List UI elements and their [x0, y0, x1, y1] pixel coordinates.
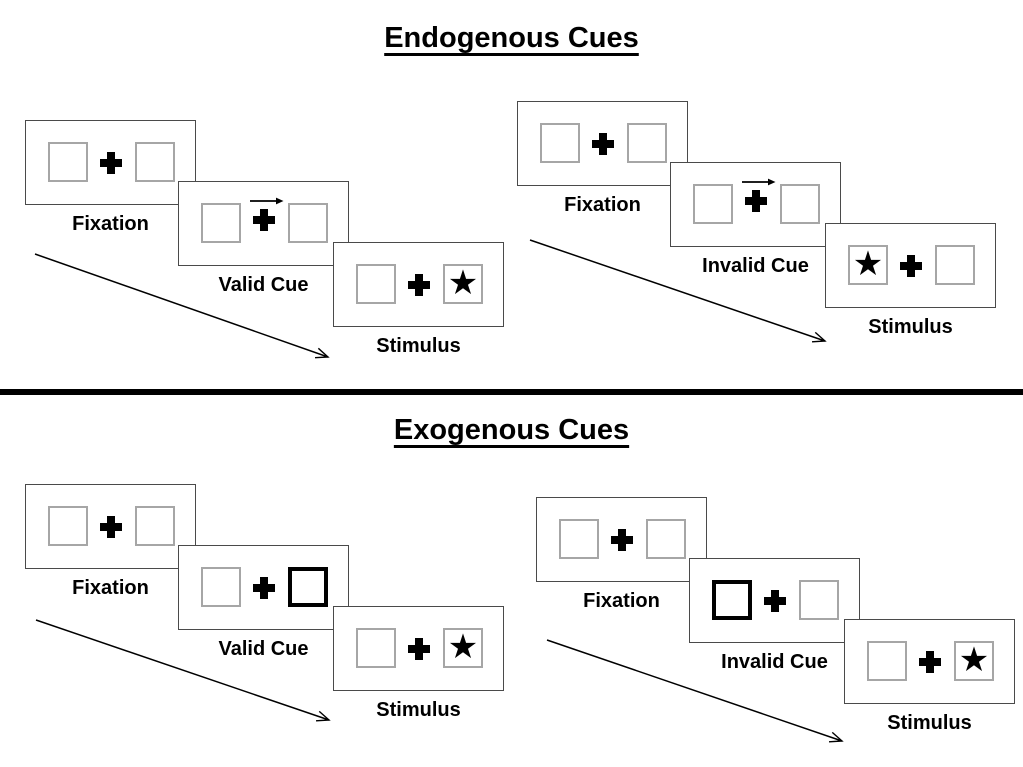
time-arrow-exogenous-invalid — [546, 639, 844, 743]
empty-placeholder-box — [48, 142, 88, 182]
frame-label-valid-cue: Valid Cue — [218, 274, 309, 296]
empty-placeholder-box — [540, 123, 580, 163]
trial-frame-invalid-cue: Invalid Cue — [670, 162, 841, 277]
display-screen-valid-cue — [178, 545, 349, 630]
empty-placeholder-box — [646, 519, 686, 559]
display-screen-valid-cue — [178, 181, 349, 266]
display-screen-stimulus: ★ — [333, 242, 504, 327]
frame-label-invalid-cue: Invalid Cue — [702, 255, 809, 277]
fixation-cross-icon — [610, 529, 633, 551]
empty-placeholder-box — [356, 264, 396, 304]
empty-placeholder-box — [288, 203, 328, 243]
fixation-cross-icon — [99, 516, 122, 538]
empty-placeholder-box — [135, 506, 175, 546]
fixation-cross-icon — [407, 638, 430, 660]
frame-label-stimulus: Stimulus — [376, 699, 461, 721]
fixation-cross-icon — [744, 190, 767, 212]
fixation-cross-icon — [899, 255, 922, 277]
display-screen-fixation — [536, 497, 707, 582]
fixation-cross-icon — [252, 577, 275, 599]
target-star-box: ★ — [848, 245, 888, 285]
empty-placeholder-box — [799, 580, 839, 620]
frame-label-fixation: Fixation — [564, 194, 641, 216]
trial-frame-stimulus: ★ Stimulus — [844, 619, 1015, 734]
cue-highlight-box — [288, 567, 328, 607]
display-screen-fixation — [25, 484, 196, 569]
trial-frame-fixation: Fixation — [536, 497, 707, 612]
section-divider — [0, 389, 1023, 395]
fixation-cross-icon — [591, 133, 614, 155]
trial-frame-fixation: Fixation — [517, 101, 688, 216]
empty-placeholder-box — [867, 641, 907, 681]
trial-frame-fixation: Fixation — [25, 120, 196, 235]
empty-placeholder-box — [201, 567, 241, 607]
empty-placeholder-box — [627, 123, 667, 163]
star-icon: ★ — [958, 640, 990, 680]
target-star-box: ★ — [443, 264, 483, 304]
time-arrow-exogenous-valid — [35, 619, 331, 722]
frame-label-fixation: Fixation — [72, 577, 149, 599]
empty-placeholder-box — [693, 184, 733, 224]
frame-label-fixation: Fixation — [583, 590, 660, 612]
fixation-cross-icon — [252, 209, 275, 231]
trial-frame-valid-cue: Valid Cue — [178, 545, 349, 660]
cue-arrow-right-icon — [248, 194, 288, 206]
display-screen-invalid-cue — [689, 558, 860, 643]
cue-arrow-right-icon — [740, 175, 780, 187]
frame-label-fixation: Fixation — [72, 213, 149, 235]
star-icon: ★ — [447, 263, 479, 303]
display-screen-fixation — [25, 120, 196, 205]
endogenous-section-title: Endogenous Cues — [384, 22, 639, 54]
frame-label-valid-cue: Valid Cue — [218, 638, 309, 660]
star-icon: ★ — [852, 244, 884, 284]
display-screen-fixation — [517, 101, 688, 186]
frame-label-invalid-cue: Invalid Cue — [721, 651, 828, 673]
time-arrow-endogenous-invalid — [529, 239, 827, 343]
frame-label-stimulus: Stimulus — [887, 712, 972, 734]
trial-frame-invalid-cue: Invalid Cue — [689, 558, 860, 673]
empty-placeholder-box — [48, 506, 88, 546]
empty-placeholder-box — [559, 519, 599, 559]
trial-frame-fixation: Fixation — [25, 484, 196, 599]
empty-placeholder-box — [780, 184, 820, 224]
frame-label-stimulus: Stimulus — [868, 316, 953, 338]
fixation-cross-icon — [99, 152, 122, 174]
time-arrow-endogenous-valid — [34, 253, 330, 359]
exogenous-section-title: Exogenous Cues — [393, 414, 630, 446]
fixation-cross-icon — [763, 590, 786, 612]
trial-frame-stimulus: ★ Stimulus — [825, 223, 996, 338]
target-star-box: ★ — [954, 641, 994, 681]
display-screen-stimulus: ★ — [333, 606, 504, 691]
star-icon: ★ — [447, 627, 479, 667]
cue-highlight-box — [712, 580, 752, 620]
display-screen-stimulus: ★ — [844, 619, 1015, 704]
frame-label-stimulus: Stimulus — [376, 335, 461, 357]
trial-frame-valid-cue: Valid Cue — [178, 181, 349, 296]
empty-placeholder-box — [201, 203, 241, 243]
empty-placeholder-box — [356, 628, 396, 668]
target-star-box: ★ — [443, 628, 483, 668]
fixation-cross-icon — [407, 274, 430, 296]
empty-placeholder-box — [135, 142, 175, 182]
trial-frame-stimulus: ★ Stimulus — [333, 242, 504, 357]
trial-frame-stimulus: ★ Stimulus — [333, 606, 504, 721]
empty-placeholder-box — [935, 245, 975, 285]
display-screen-invalid-cue — [670, 162, 841, 247]
display-screen-stimulus: ★ — [825, 223, 996, 308]
fixation-cross-icon — [918, 651, 941, 673]
